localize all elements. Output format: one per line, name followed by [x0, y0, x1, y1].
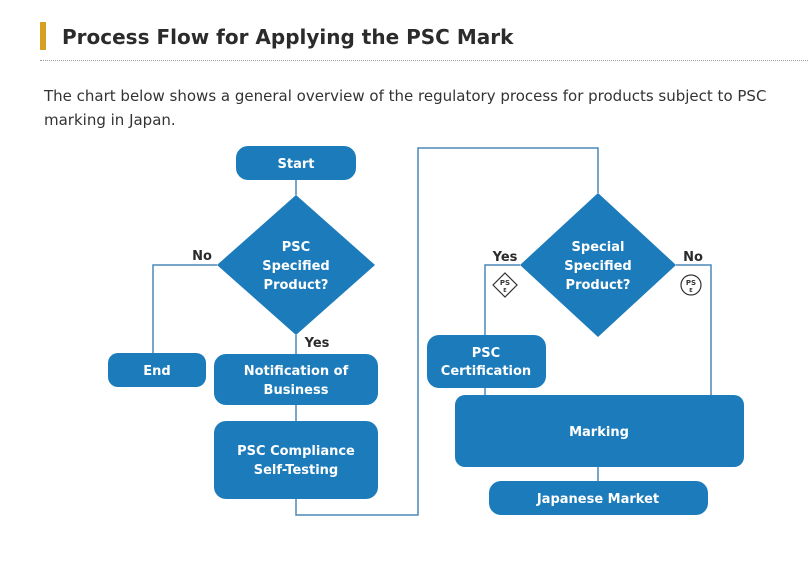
- end-label: End: [143, 364, 170, 379]
- connector-special-no-to-marking: [676, 264, 712, 395]
- notification-label-1: Notification of: [244, 364, 349, 379]
- notification-node: [214, 354, 378, 405]
- connector-special-yes-to-certification: [484, 264, 520, 335]
- connector-selftest-to-special: [295, 147, 599, 516]
- diamond-mark-letters-top: PS: [500, 279, 510, 287]
- notification-label-2: Business: [264, 383, 329, 398]
- special-decision-label-1: Special: [572, 240, 625, 255]
- title-accent-bar: [40, 22, 46, 50]
- japanese-market-label: Japanese Market: [536, 492, 659, 507]
- marking-node: [455, 395, 744, 467]
- japanese-market-node: [489, 481, 708, 515]
- title-divider: [40, 60, 808, 61]
- psc-decision-label-1: PSC: [282, 240, 310, 255]
- yes-label-down: Yes: [304, 336, 330, 351]
- self-testing-node: [214, 421, 378, 499]
- start-node: [236, 146, 356, 180]
- certification-label-1: PSC: [472, 346, 500, 361]
- pse-round-mark-icon: PS E: [680, 274, 702, 296]
- no-label-right: No: [683, 250, 703, 265]
- connector-psc-no-to-end: [152, 264, 217, 353]
- special-decision-label-2: Specified: [564, 259, 631, 274]
- round-mark-letters-top: PS: [686, 279, 696, 287]
- psc-decision-label-2: Specified: [262, 259, 329, 274]
- special-specified-decision: [520, 193, 676, 337]
- certification-node: [427, 335, 546, 388]
- diamond-mark-letters-bottom: E: [503, 288, 507, 294]
- start-label: Start: [278, 157, 315, 172]
- intro-text: The chart below shows a general overview…: [44, 87, 767, 129]
- round-mark-letters-bottom: E: [689, 288, 693, 294]
- end-node: [108, 353, 206, 387]
- psc-decision-label-3: Product?: [264, 278, 329, 293]
- certification-label-2: Certification: [441, 364, 531, 379]
- psc-specified-decision: [217, 195, 375, 335]
- self-testing-label-1: PSC Compliance: [237, 444, 355, 459]
- pse-diamond-mark-icon: PS E: [492, 272, 518, 298]
- marking-label: Marking: [569, 425, 629, 440]
- yes-label-left: Yes: [492, 250, 518, 265]
- special-decision-label-3: Product?: [566, 278, 631, 293]
- page-title: Process Flow for Applying the PSC Mark: [62, 25, 514, 49]
- connectors: [152, 147, 712, 516]
- no-label-left: No: [192, 249, 212, 264]
- self-testing-label-2: Self-Testing: [254, 463, 338, 478]
